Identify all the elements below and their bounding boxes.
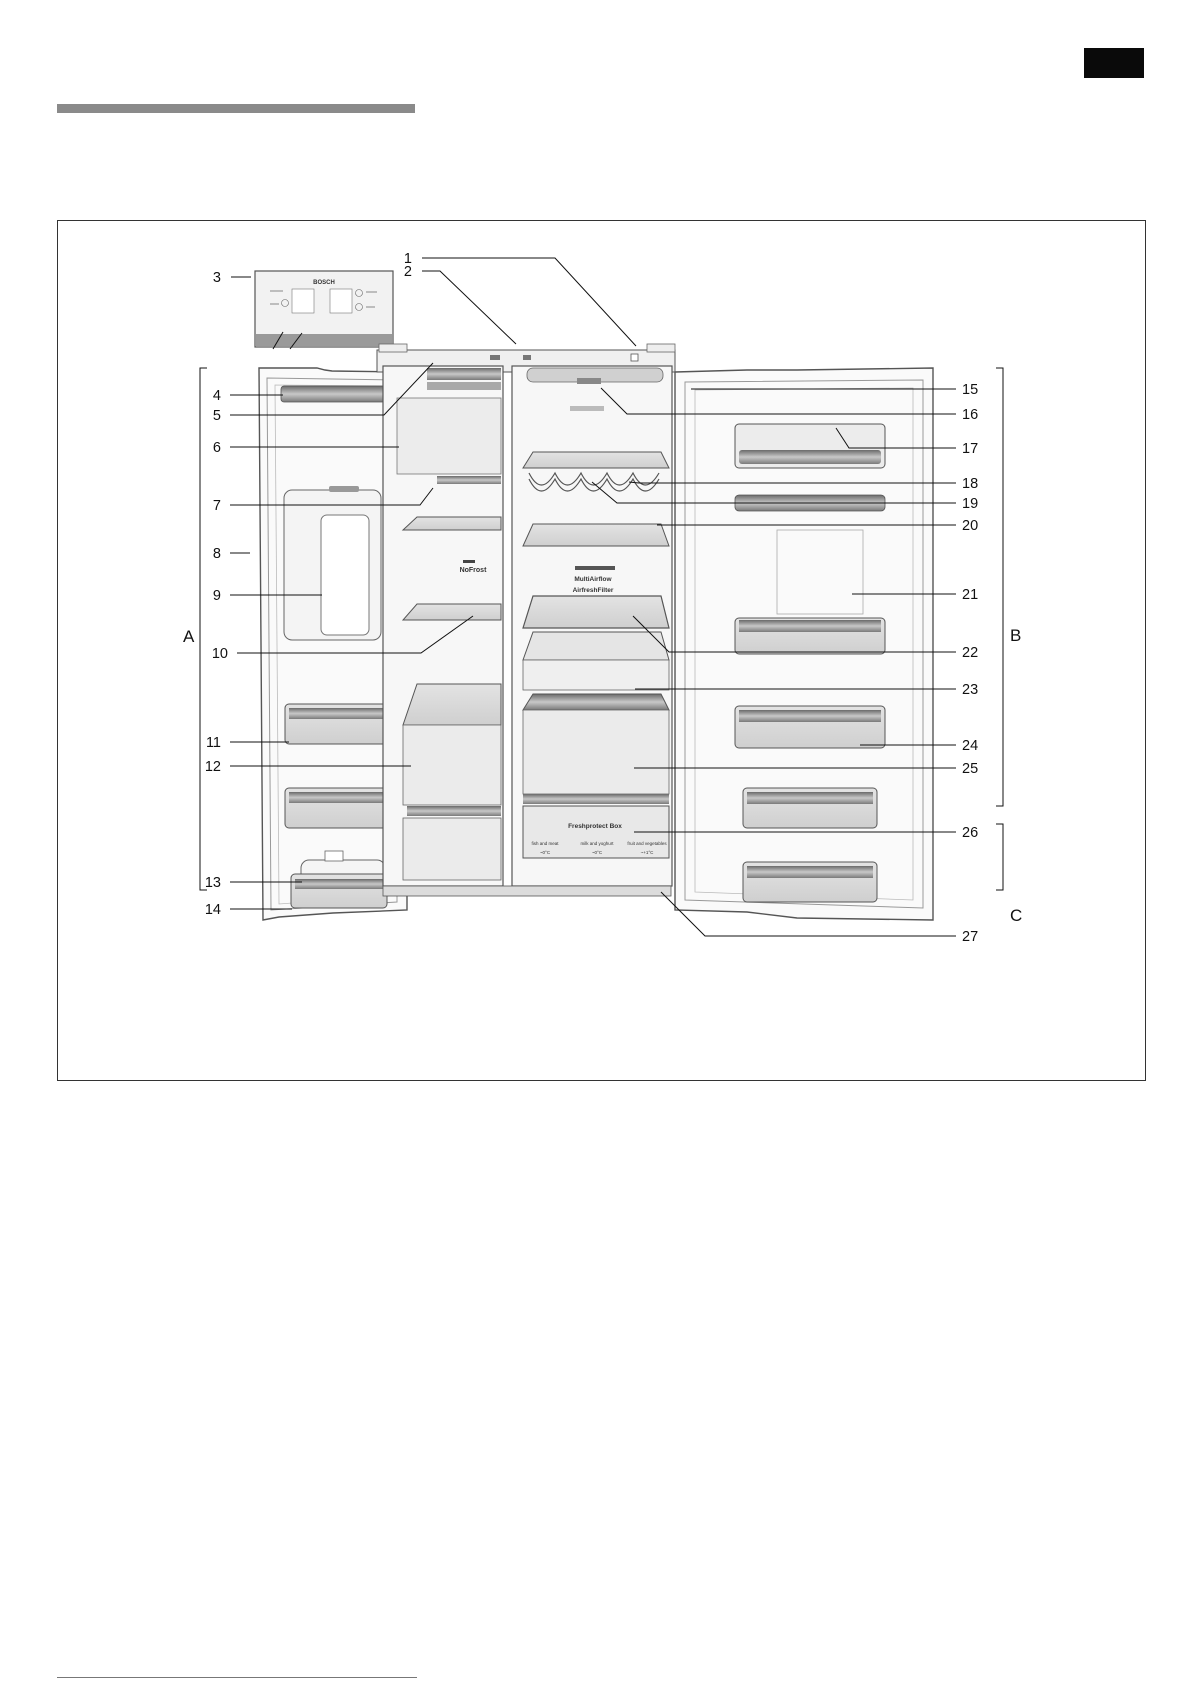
callout-9: 9 xyxy=(213,588,221,604)
callout-5: 5 xyxy=(213,408,221,424)
footer-rule xyxy=(57,1677,417,1678)
callout-3: 3 xyxy=(213,270,221,286)
callout-12: 12 xyxy=(205,759,221,775)
callout-19: 19 xyxy=(962,496,978,512)
callout-11: 11 xyxy=(206,735,221,751)
fridge-diagram: BOSCH xyxy=(57,220,1146,1081)
callout-27: 27 xyxy=(962,929,978,945)
callout-25: 25 xyxy=(962,761,978,777)
freshprotect-label: Freshprotect Box xyxy=(568,823,622,830)
callout-4: 4 xyxy=(213,388,221,404)
section-heading-rule xyxy=(57,104,415,113)
bracket-label-a: A xyxy=(183,627,195,646)
language-tab xyxy=(1084,48,1144,78)
callout-22: 22 xyxy=(962,645,978,661)
airfreshfilter-label: AirfreshFilter xyxy=(573,587,614,594)
callout-15: 15 xyxy=(962,382,978,398)
freezer-door-bin xyxy=(285,704,387,744)
callout-16: 16 xyxy=(962,407,978,423)
callout-6: 6 xyxy=(213,440,221,456)
freshprotect-temp-fruit: ~+1°C xyxy=(641,850,655,855)
callout-23: 23 xyxy=(962,682,978,698)
freshprotect-zone-milk: milk and yoghurt xyxy=(580,841,614,846)
freshprotect-zone-fruit: fruit and vegetables xyxy=(627,841,667,846)
callout-13: 13 xyxy=(205,875,221,891)
bracket-label-c: C xyxy=(1010,906,1022,925)
nofrost-label: NoFrost xyxy=(460,567,488,574)
callout-21: 21 xyxy=(962,587,978,603)
control-panel: BOSCH xyxy=(255,271,393,347)
freshprotect-zone-fish: fish and meat xyxy=(531,841,559,846)
callout-14: 14 xyxy=(205,902,221,918)
freezer-door-bin xyxy=(285,788,387,828)
callout-26: 26 xyxy=(962,825,978,841)
freshprotect-temp-fish: ~0°C xyxy=(540,850,551,855)
brand-label: BOSCH xyxy=(313,280,335,286)
callout-8: 8 xyxy=(213,546,221,562)
callout-24: 24 xyxy=(962,738,978,754)
callout-17: 17 xyxy=(962,441,978,457)
cabinet: NoFrost MultiAirflow AirfreshFilter Fres… xyxy=(377,344,675,896)
multiairflow-label: MultiAirflow xyxy=(574,576,612,583)
freshprotect-temp-milk: ~0°C xyxy=(592,850,603,855)
callout-7: 7 xyxy=(213,498,221,514)
callout-2: 2 xyxy=(404,264,412,280)
fridge-door xyxy=(675,368,933,920)
callout-10: 10 xyxy=(212,646,228,662)
callout-20: 20 xyxy=(962,518,978,534)
bracket-label-b: B xyxy=(1010,626,1021,645)
callout-18: 18 xyxy=(962,476,978,492)
